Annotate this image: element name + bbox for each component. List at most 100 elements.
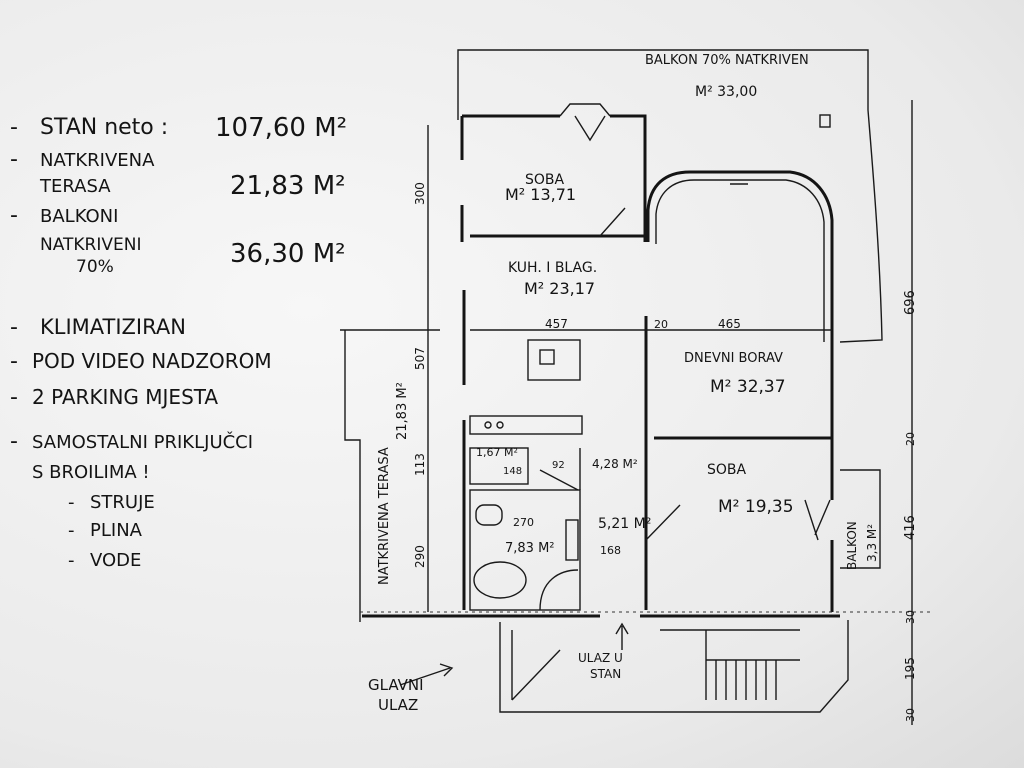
- toilet: [475, 504, 503, 526]
- utility-struje: STRUJE: [90, 492, 155, 513]
- balcony-drain: [819, 114, 831, 128]
- soba1-top-wall: [462, 114, 647, 242]
- ulaz-stan-line1: ULAZ U: [578, 651, 623, 665]
- dim-290: 290: [413, 545, 427, 568]
- kitchen-counter: [469, 415, 583, 435]
- stan-value: 107,60 M²: [215, 113, 347, 143]
- balkon-top-title: BALKON 70% NATKRIVEN: [645, 53, 809, 68]
- utility-dash: -: [68, 520, 75, 541]
- balkoni-label-line2: NATKRIVENI: [40, 235, 142, 255]
- dim-20-right: 20: [904, 432, 917, 446]
- terrace-outline: [340, 329, 440, 622]
- feature-video: POD VIDEO NADZOROM: [32, 349, 272, 373]
- soba1-area: M² 13,71: [505, 185, 576, 204]
- balcony-top-outline: [457, 49, 883, 343]
- dimension-lines: [360, 100, 930, 725]
- hall-area: 5,21 M²: [598, 516, 651, 532]
- ulaz-stan-line2: STAN: [590, 667, 621, 681]
- soba2-balcony-door: [804, 499, 831, 541]
- dimension-labels: 300 507 113 290 457 20 465 148 92 270 16…: [413, 182, 918, 722]
- side-balkon-name: BALKON: [845, 521, 859, 570]
- dim-30-b: 30: [904, 708, 917, 722]
- soba2-area: M² 19,35: [718, 497, 794, 517]
- dim-270: 270: [513, 516, 534, 529]
- wc-area: 1,67 M²: [476, 446, 518, 459]
- dim-195: 195: [903, 657, 917, 680]
- bathroom-outline: [469, 489, 581, 611]
- bullet-dash: -: [10, 147, 18, 172]
- balkoni-label-line3: 70%: [76, 257, 114, 277]
- shower-arc: [539, 569, 579, 611]
- balcony-outline: [457, 49, 883, 343]
- dnevni-area: M² 32,37: [710, 377, 786, 397]
- stove-burner: [484, 421, 492, 429]
- bullet-dash: -: [10, 429, 18, 454]
- utility-vode: VODE: [90, 550, 141, 571]
- side-balkon-area: 3,3 M²: [865, 524, 879, 562]
- priklj-line1: SAMOSTALNI PRIKLJUČCI: [32, 431, 253, 453]
- balkoni-label-line1: BALKONI: [40, 206, 118, 227]
- stairs: [660, 629, 800, 700]
- entry-hall-outline: [499, 620, 849, 713]
- dim-92: 92: [552, 460, 565, 471]
- bullet-dash: -: [10, 115, 18, 140]
- wc-outline: [469, 447, 529, 485]
- soba1-name: SOBA: [525, 172, 565, 188]
- dim-507: 507: [413, 347, 427, 370]
- bath-sink: [565, 519, 579, 561]
- dim-300: 300: [413, 182, 427, 205]
- main-entry-door: [511, 630, 561, 701]
- soba2-name: SOBA: [707, 462, 747, 478]
- hall-door: [539, 448, 581, 491]
- bathtub: [473, 561, 527, 599]
- terasa-vertical-name: NATKRIVENA TERASA: [377, 447, 392, 585]
- kuhinja-area: M² 23,17: [524, 279, 595, 298]
- dim-465: 465: [718, 317, 741, 331]
- terasa-value: 21,83 M²: [230, 171, 346, 201]
- utility-dash: -: [68, 550, 75, 571]
- dim-148: 148: [503, 466, 522, 477]
- entry-arrow: [615, 622, 629, 650]
- balkon-top-area: M² 33,00: [695, 84, 757, 100]
- soba1-window: [559, 103, 611, 117]
- soba1-window-sash: [574, 115, 606, 142]
- balkoni-value: 36,30 M²: [230, 239, 346, 269]
- hall-small-area: 4,28 M²: [592, 457, 638, 471]
- main-entry-arrow: [399, 663, 454, 686]
- walls: [340, 103, 881, 713]
- feature-parking: 2 PARKING MJESTA: [32, 385, 218, 409]
- soba1-door: [599, 207, 626, 237]
- kitchen-island: [527, 339, 581, 381]
- terasa-label-line1: NATKRIVENA: [40, 150, 155, 171]
- priklj-line2: S BROILIMA !: [32, 462, 150, 483]
- dim-457: 457: [545, 317, 568, 331]
- dnevni-name: DNEVNI BORAV: [684, 351, 783, 366]
- bullet-dash: -: [10, 203, 18, 228]
- entry-door: [645, 504, 681, 541]
- dim-30-a: 30: [904, 610, 917, 624]
- curved-bay-inner-wall: [655, 179, 825, 342]
- bullet-dash: -: [10, 385, 18, 410]
- dim-416: 416: [903, 515, 918, 540]
- dim-20-top: 20: [654, 318, 668, 331]
- notes-panel: - STAN neto : 107,60 M² - NATKRIVENA TER…: [10, 113, 347, 571]
- utility-dash: -: [68, 492, 75, 513]
- dim-168: 168: [600, 544, 621, 557]
- dim-696: 696: [903, 290, 918, 315]
- island-sink: [539, 349, 555, 365]
- glavni-ulaz-line1: GLAVNI: [368, 676, 424, 694]
- stove-burner: [496, 421, 504, 429]
- terasa-vertical-area: 21,83 M²: [395, 382, 410, 440]
- glavni-ulaz-line2: ULAZ: [378, 696, 418, 714]
- room-labels: BALKON 70% NATKRIVEN M² 33,00 SOBA M² 13…: [368, 53, 879, 714]
- bullet-dash: -: [10, 349, 18, 374]
- bullet-dash: -: [10, 315, 18, 340]
- utility-plina: PLINA: [90, 520, 143, 541]
- kuhinja-name: KUH. I BLAG.: [508, 260, 597, 276]
- stan-label: STAN neto :: [40, 115, 168, 140]
- dim-113: 113: [413, 453, 427, 476]
- bath-area: 7,83 M²: [505, 541, 555, 556]
- terasa-label-line2: TERASA: [39, 176, 111, 197]
